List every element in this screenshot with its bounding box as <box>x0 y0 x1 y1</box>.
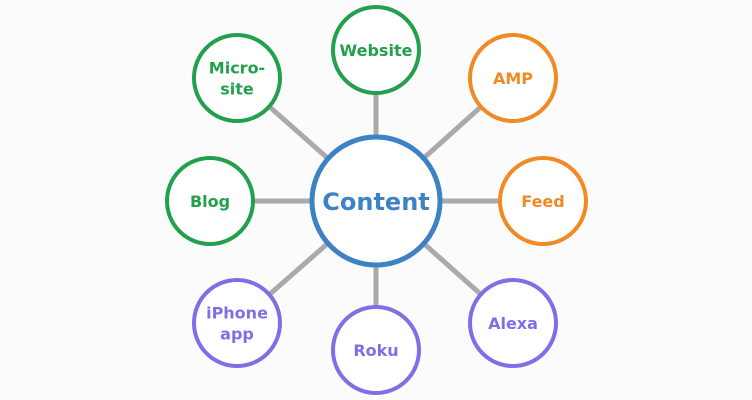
node-alexa: Alexa <box>468 278 558 368</box>
center-label: Content <box>322 188 430 216</box>
node-blog: Blog <box>165 156 255 246</box>
node-label: Feed <box>521 192 564 211</box>
node-circle <box>468 278 558 368</box>
center-node: Content <box>309 134 443 268</box>
node-feed: Feed <box>498 156 588 246</box>
node-circle <box>192 278 282 368</box>
node-circle <box>331 305 421 395</box>
node-website: Website <box>331 5 421 95</box>
node-label: site <box>220 80 254 99</box>
node-label: Website <box>340 41 413 60</box>
node-label: Roku <box>353 341 398 360</box>
node-label: Micro- <box>209 59 265 78</box>
node-iphoneapp: iPhone app <box>192 278 282 368</box>
node-label: AMP <box>493 69 533 88</box>
node-circle <box>468 33 558 123</box>
node-circle <box>498 156 588 246</box>
node-circle <box>331 5 421 95</box>
node-roku: Roku <box>331 305 421 395</box>
node-amp: AMP <box>468 33 558 123</box>
node-circle <box>165 156 255 246</box>
node-label: app <box>220 325 254 344</box>
node-label: Blog <box>190 192 230 211</box>
node-microsite: Micro-site <box>192 33 282 123</box>
node-label: iPhone <box>206 304 268 323</box>
node-circle <box>192 33 282 123</box>
node-label: Alexa <box>488 314 538 333</box>
